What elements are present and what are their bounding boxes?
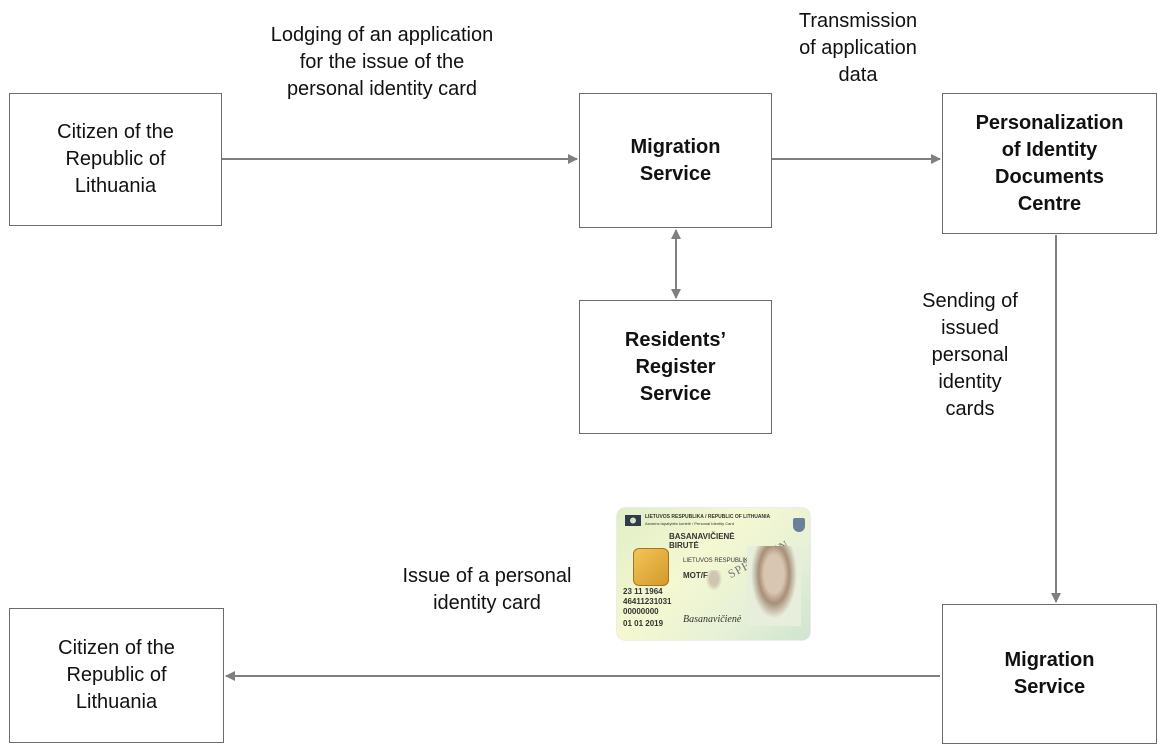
box-citizen-bottom: Citizen of the Republic of Lithuania: [9, 608, 224, 743]
box-residents-register: Residents’ Register Service: [579, 300, 772, 434]
label-lodging: Lodging of an application for the issue …: [270, 24, 494, 100]
residents-register-label: Residents’ Register Service: [624, 328, 727, 405]
coat-of-arms-icon: [793, 518, 805, 532]
card-header-line2: Asmens tapatybės kortelė / Personal Iden…: [645, 521, 734, 526]
box-citizen-top: Citizen of the Republic of Lithuania: [9, 93, 222, 226]
migration-top-label: Migration Service: [630, 135, 721, 185]
label-transmission: Transmission of application data: [798, 10, 918, 86]
card-portrait-photo: [747, 546, 801, 626]
chip-icon: [633, 548, 669, 586]
label-issue: Issue of a personal identity card: [402, 565, 572, 614]
citizen-bottom-label: Citizen of the Republic of Lithuania: [58, 637, 175, 713]
box-migration-service-bottom: Migration Service: [942, 604, 1157, 744]
card-signature: Basanavičienė: [683, 614, 742, 625]
personalization-label: Personalization of Identity Documents Ce…: [975, 111, 1124, 215]
citizen-top-label: Citizen of the Republic of Lithuania: [57, 121, 174, 197]
card-number: 00000000: [623, 607, 659, 616]
card-ghost-photo: [705, 570, 723, 592]
card-sex: MOT/F: [683, 571, 708, 580]
label-sending: Sending of issued personal identity card…: [922, 290, 1018, 420]
card-expiry: 01 01 2019: [623, 619, 664, 628]
card-surname: BASANAVIČIENĖ: [669, 532, 735, 541]
card-personal-no: 46411231031: [623, 597, 672, 606]
card-header-bar: [625, 515, 641, 526]
box-migration-service-top: Migration Service: [579, 93, 772, 228]
card-birth-date: 23 11 1964: [623, 587, 663, 596]
card-header-line1: LIETUVOS RESPUBLIKA / REPUBLIC OF LITHUA…: [645, 514, 771, 520]
box-personalization-centre: Personalization of Identity Documents Ce…: [942, 93, 1157, 234]
migration-bottom-label: Migration Service: [1004, 649, 1095, 698]
identity-card-image: LIETUVOS RESPUBLIKA / REPUBLIC OF LITHUA…: [617, 508, 810, 640]
card-nationality: LIETUVOS RESPUBLIKOS: [683, 558, 757, 564]
card-given-name: BIRUTĖ: [669, 541, 699, 550]
